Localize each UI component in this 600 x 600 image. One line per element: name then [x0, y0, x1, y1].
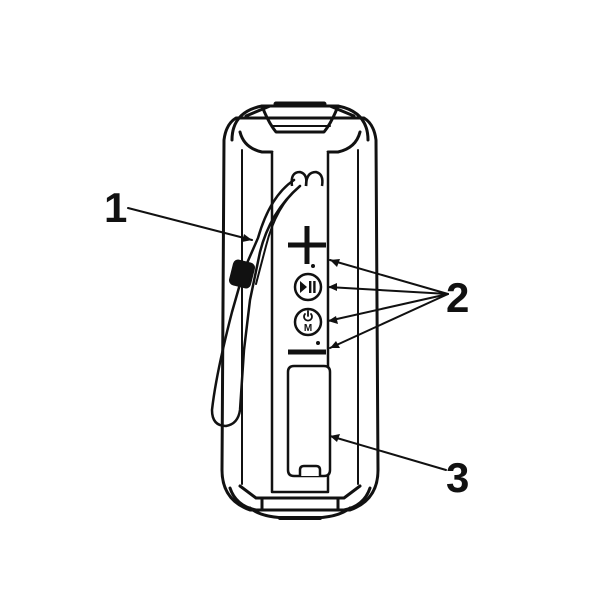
volume-down-dot: [316, 341, 320, 345]
leader-2c: [327, 293, 449, 322]
carrying-strap: [210, 178, 302, 428]
callout-number-2: 2: [446, 274, 469, 321]
volume-up-dot: [311, 264, 315, 268]
mode-letter: M: [304, 323, 312, 334]
callout-number-3: 3: [446, 454, 469, 501]
top-cap: [230, 101, 370, 154]
port-cover-tab: [298, 464, 322, 476]
leader-2d: [329, 293, 449, 349]
leader-1: [127, 207, 253, 241]
bottom-cap: [228, 484, 372, 520]
callout-number-1: 1: [104, 184, 127, 231]
strap-buckle: [228, 259, 256, 289]
leader-arrowheads: [242, 234, 340, 442]
control-buttons: M: [288, 226, 326, 355]
power-mode-button: M: [293, 307, 323, 337]
power-icon: [303, 310, 313, 322]
callout-leaders: [127, 207, 449, 471]
strap-anchors: [290, 170, 324, 187]
leader-3: [329, 435, 447, 471]
play-pause-icon: [300, 281, 316, 293]
leader-2b: [327, 286, 449, 295]
play-pause-button: [293, 272, 323, 302]
volume-up-button: [288, 226, 326, 264]
port-cover: [286, 364, 332, 478]
leader-2a: [329, 259, 449, 295]
